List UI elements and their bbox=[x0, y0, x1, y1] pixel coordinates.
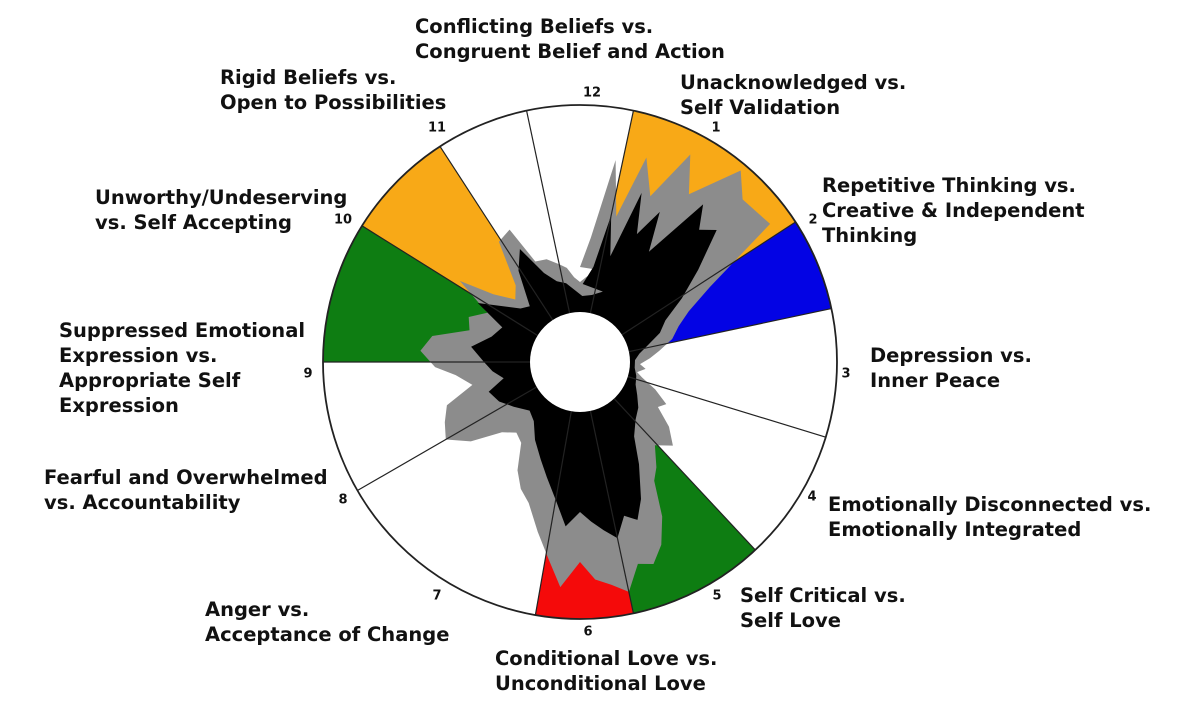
segment-number-4: 4 bbox=[807, 489, 817, 505]
divider-line bbox=[534, 411, 572, 616]
outer-circle bbox=[322, 104, 838, 620]
label-line: Repetitive Thinking vs. bbox=[822, 174, 1076, 197]
segment-dividers bbox=[323, 110, 832, 616]
label-line: Conflicting Beliefs vs. bbox=[415, 15, 654, 38]
divider-line bbox=[621, 221, 796, 336]
segment-sector-12 bbox=[526, 105, 634, 362]
divider-line bbox=[627, 376, 826, 438]
segment-label-6: Conditional Love vs. Unconditional Love bbox=[495, 646, 717, 696]
segment-number-2: 2 bbox=[808, 212, 818, 228]
divider-line bbox=[357, 386, 537, 492]
segment-number-10: 10 bbox=[333, 212, 353, 228]
label-line: Rigid Beliefs vs. bbox=[220, 66, 397, 89]
label-line: Inner Peace bbox=[870, 369, 1001, 392]
segment-label-2: Repetitive Thinking vs. Creative & Indep… bbox=[822, 173, 1085, 248]
label-line: Depression vs. bbox=[870, 344, 1032, 367]
label-line: Unacknowledged vs. bbox=[680, 71, 907, 94]
segment-number-1: 1 bbox=[711, 120, 721, 136]
segment-label-4: Emotionally Disconnected vs. Emotionally… bbox=[828, 492, 1151, 542]
segment-number-12: 12 bbox=[582, 85, 602, 101]
label-line: Creative & Independent bbox=[822, 199, 1085, 222]
segment-label-1: Unacknowledged vs. Self Validation bbox=[680, 70, 906, 120]
label-line: Suppressed Emotional bbox=[59, 319, 306, 342]
label-line: Fearful and Overwhelmed bbox=[44, 466, 328, 489]
label-line: Self Critical vs. bbox=[740, 584, 906, 607]
segment-number-6: 6 bbox=[583, 624, 593, 640]
label-line: Open to Possibilities bbox=[220, 91, 447, 114]
divider-line bbox=[361, 225, 538, 337]
segment-number-5: 5 bbox=[712, 588, 722, 604]
divider-line bbox=[628, 307, 832, 353]
segment-label-5: Self Critical vs. Self Love bbox=[740, 583, 906, 633]
segment-label-12: Conflicting Beliefs vs. Congruent Belief… bbox=[415, 14, 725, 64]
label-line: Unconditional Love bbox=[495, 672, 706, 695]
segment-label-7: Anger vs. Acceptance of Change bbox=[205, 597, 449, 647]
segment-number-3: 3 bbox=[841, 366, 851, 382]
segment-number-9: 9 bbox=[303, 366, 313, 382]
label-line: vs. Self Accepting bbox=[95, 211, 292, 234]
divider-line bbox=[525, 110, 571, 314]
label-line: Appropriate Self bbox=[59, 369, 241, 392]
label-line: vs. Accountability bbox=[44, 491, 241, 514]
label-line: Congruent Belief and Action bbox=[415, 40, 725, 63]
center-hub bbox=[530, 312, 630, 412]
label-line: Anger vs. bbox=[205, 598, 310, 621]
segment-label-11: Rigid Beliefs vs. Open to Possibilities bbox=[220, 65, 446, 115]
label-line: Expression vs. bbox=[59, 344, 218, 367]
label-line: Conditional Love vs. bbox=[495, 647, 718, 670]
label-line: Thinking bbox=[822, 224, 918, 247]
segment-sector-3 bbox=[580, 308, 837, 438]
segment-number-8: 8 bbox=[338, 492, 348, 508]
label-line: Unworthy/Undeserving bbox=[95, 186, 348, 209]
label-line: Emotionally Disconnected vs. bbox=[828, 493, 1152, 516]
segment-label-10: Unworthy/Undeserving vs. Self Accepting bbox=[95, 185, 347, 235]
label-line: Acceptance of Change bbox=[205, 623, 450, 646]
divider-line bbox=[589, 110, 635, 314]
label-line: Self Love bbox=[740, 609, 841, 632]
segment-label-3: Depression vs. Inner Peace bbox=[870, 343, 1032, 393]
segment-number-7: 7 bbox=[432, 588, 442, 604]
segment-label-8: Fearful and Overwhelmed vs. Accountabili… bbox=[44, 465, 328, 515]
label-line: Emotionally Integrated bbox=[828, 518, 1082, 541]
divider-line bbox=[589, 410, 635, 614]
divider-line bbox=[613, 398, 756, 551]
label-line: Expression bbox=[59, 394, 179, 417]
segment-number-11: 11 bbox=[427, 120, 447, 136]
label-line: Self Validation bbox=[680, 96, 841, 119]
divider-line bbox=[439, 146, 554, 321]
segment-label-9: Suppressed Emotional Expression vs. Appr… bbox=[59, 318, 305, 418]
